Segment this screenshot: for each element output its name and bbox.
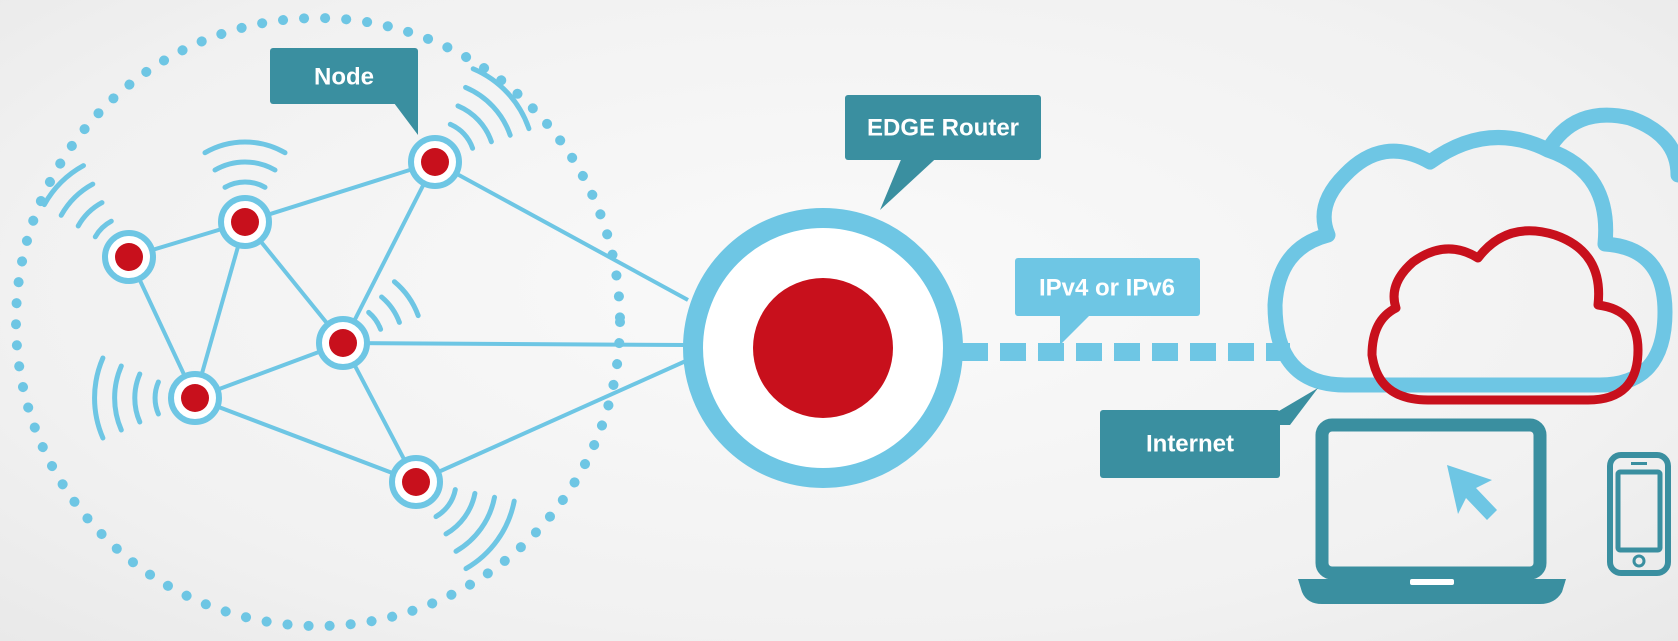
wifi-signal-icon <box>433 487 517 572</box>
inner-cloud-icon <box>1367 226 1643 405</box>
wifi-signal-icon <box>202 139 288 190</box>
wifi-signal-icon <box>366 279 421 332</box>
mesh-node <box>168 371 222 425</box>
mesh-link <box>342 341 686 347</box>
mesh-links <box>127 160 689 484</box>
outer-cloud-icon <box>1267 130 1673 393</box>
protocol-label: IPv4 or IPv6 <box>1039 275 1175 302</box>
internet-label: Internet <box>1146 431 1234 458</box>
mesh-node <box>316 316 370 370</box>
node-label: Node <box>314 64 374 91</box>
wifi-signal-icon <box>92 355 161 441</box>
mesh-link <box>193 221 247 399</box>
mesh-node <box>408 135 462 189</box>
laptop-icon <box>1298 418 1566 604</box>
wireless-signal-icons <box>41 66 532 572</box>
mesh-link <box>341 161 437 344</box>
edge-router-callout: EDGE Router <box>845 95 1041 210</box>
mesh-node <box>389 455 443 509</box>
edge-router-label: EDGE Router <box>867 115 1019 142</box>
mesh-network-boundary <box>11 13 625 631</box>
mesh-node <box>102 230 156 284</box>
edge-router <box>683 208 963 488</box>
cursor-icon <box>1447 465 1497 520</box>
mesh-link <box>415 358 689 484</box>
outer-cloud-back-icon <box>1540 107 1678 183</box>
mesh-nodes <box>102 135 462 509</box>
phone-icon <box>1607 452 1671 576</box>
wifi-signal-icon <box>447 66 532 151</box>
internet-callout: Internet <box>1100 388 1318 478</box>
node-callout: Node <box>270 48 418 135</box>
mesh-node <box>218 195 272 249</box>
wifi-signal-icon <box>41 163 114 240</box>
protocol-callout: IPv4 or IPv6 <box>1015 258 1200 345</box>
mesh-link <box>194 396 417 484</box>
mesh-link <box>244 160 436 224</box>
internet-cloud-icon <box>1267 107 1678 405</box>
mesh-link <box>434 160 689 302</box>
